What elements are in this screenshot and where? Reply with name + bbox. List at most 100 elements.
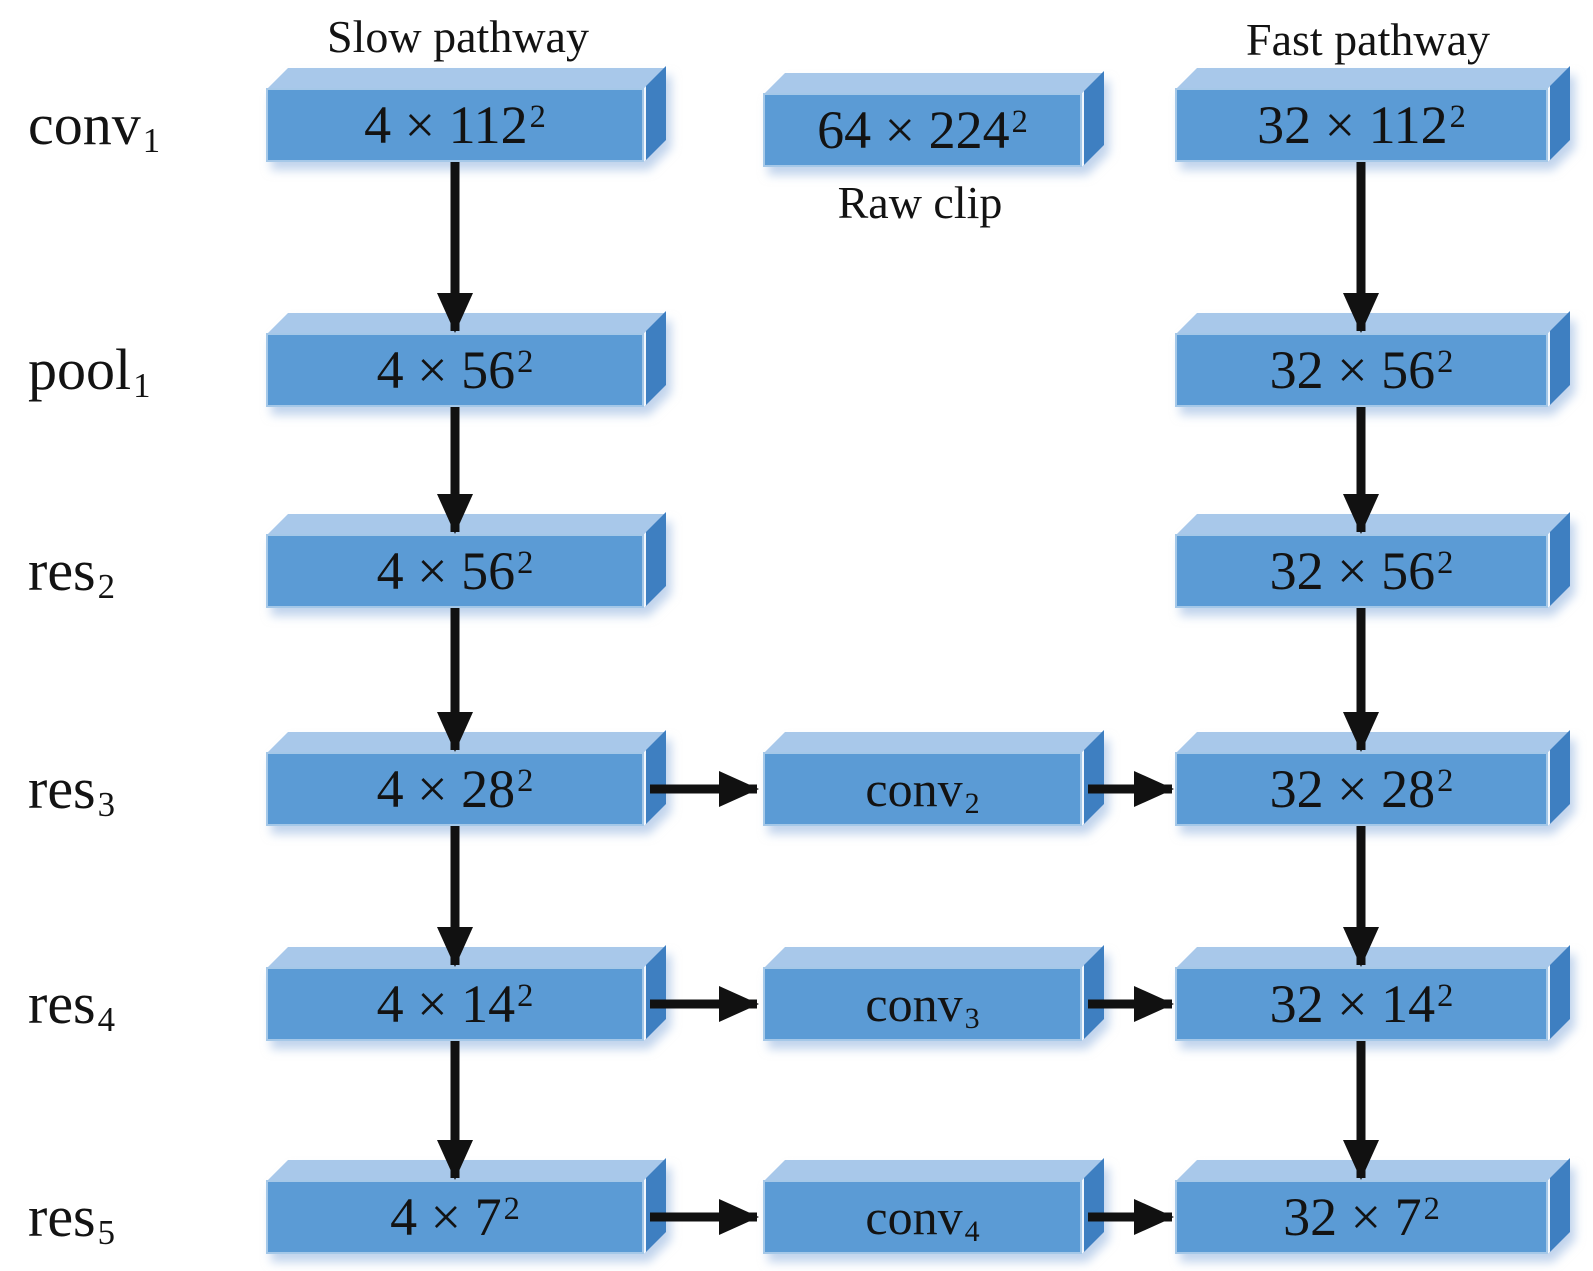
box-top-face bbox=[1175, 1160, 1570, 1182]
tensor-shape-base: 32 × 28 bbox=[1269, 759, 1436, 819]
box-front-face: 4 × 282 bbox=[266, 752, 644, 826]
lateral-conv-base: conv bbox=[865, 761, 963, 817]
lateral-conv-base: conv bbox=[865, 976, 963, 1032]
row-label-subscript: 5 bbox=[97, 1213, 116, 1253]
box-top-face bbox=[266, 514, 666, 536]
slow-box-res4: 4 × 142 bbox=[266, 945, 666, 1041]
box-top-face bbox=[1175, 514, 1570, 536]
tensor-shape-exponent: 2 bbox=[1011, 104, 1028, 141]
box-top-face bbox=[763, 732, 1104, 754]
box-front-face: 32 × 72 bbox=[1175, 1180, 1548, 1254]
tensor-shape-label: 4 × 282 bbox=[377, 762, 534, 816]
box-front-face: conv2 bbox=[763, 752, 1082, 826]
row-label-pool1: pool1 bbox=[28, 341, 151, 404]
fast-box-res2: 32 × 562 bbox=[1175, 512, 1570, 608]
box-front-face: 4 × 1122 bbox=[266, 88, 644, 162]
fast-box-res5: 32 × 72 bbox=[1175, 1158, 1570, 1254]
slow-box-pool1: 4 × 562 bbox=[266, 311, 666, 407]
tensor-shape-label: 4 × 562 bbox=[377, 544, 534, 598]
tensor-shape-label: 4 × 72 bbox=[390, 1190, 520, 1244]
lateral-conv-base: conv bbox=[865, 1189, 963, 1245]
box-front-face: 64 × 2242 bbox=[763, 93, 1082, 167]
tensor-shape-exponent: 2 bbox=[517, 545, 534, 582]
tensor-shape-label: 32 × 142 bbox=[1270, 977, 1454, 1031]
row-label-res4: res4 bbox=[28, 975, 115, 1038]
slow-box-conv1: 4 × 1122 bbox=[266, 66, 666, 162]
tensor-shape-base: 4 × 56 bbox=[376, 340, 516, 400]
tensor-shape-exponent: 2 bbox=[517, 978, 534, 1015]
box-top-face bbox=[266, 68, 666, 90]
row-label-text: res bbox=[28, 538, 96, 603]
tensor-shape-label: 32 × 562 bbox=[1270, 343, 1454, 397]
lateral-conv-subscript: 3 bbox=[964, 1002, 980, 1036]
tensor-shape-base: 4 × 56 bbox=[376, 541, 516, 601]
tensor-shape-base: 32 × 7 bbox=[1283, 1187, 1422, 1247]
row-label-res5: res5 bbox=[28, 1188, 115, 1251]
box-top-face bbox=[266, 1160, 666, 1182]
lateral-conv-label: conv4 bbox=[865, 1189, 979, 1247]
lateral-conv-label: conv3 bbox=[865, 976, 979, 1034]
lateral-conv-label: conv2 bbox=[865, 761, 979, 819]
lateral-conv-subscript: 2 bbox=[964, 787, 980, 821]
row-label-text: conv bbox=[28, 92, 141, 157]
tensor-shape-exponent: 2 bbox=[1423, 1191, 1440, 1228]
tensor-shape-exponent: 2 bbox=[1437, 978, 1454, 1015]
row-label-subscript: 1 bbox=[142, 121, 161, 161]
tensor-shape-exponent: 2 bbox=[1437, 344, 1454, 381]
tensor-shape-base: 32 × 112 bbox=[1257, 95, 1448, 155]
tensor-shape-exponent: 2 bbox=[503, 1191, 520, 1228]
slow-box-res3: 4 × 282 bbox=[266, 730, 666, 826]
row-label-res3: res3 bbox=[28, 760, 115, 823]
row-label-res2: res2 bbox=[28, 542, 115, 605]
tensor-shape-label: 32 × 1122 bbox=[1257, 98, 1466, 152]
box-top-face bbox=[266, 313, 666, 335]
slow-box-res2: 4 × 562 bbox=[266, 512, 666, 608]
tensor-shape-exponent: 2 bbox=[1437, 763, 1454, 800]
tensor-shape-exponent: 2 bbox=[517, 763, 534, 800]
lateral-conv3-box: conv3 bbox=[763, 945, 1104, 1041]
box-top-face bbox=[1175, 313, 1570, 335]
tensor-shape-label: 32 × 282 bbox=[1270, 762, 1454, 816]
tensor-shape-base: 32 × 56 bbox=[1269, 541, 1436, 601]
tensor-shape-base: 4 × 14 bbox=[376, 974, 516, 1034]
row-label-text: res bbox=[28, 971, 96, 1036]
row-label-subscript: 4 bbox=[97, 1000, 116, 1040]
box-front-face: 4 × 562 bbox=[266, 333, 644, 407]
box-top-face bbox=[763, 947, 1104, 969]
tensor-shape-label: 32 × 562 bbox=[1270, 544, 1454, 598]
lateral-conv4-box: conv4 bbox=[763, 1158, 1104, 1254]
box-top-face bbox=[266, 947, 666, 969]
tensor-shape-label: 4 × 1122 bbox=[364, 98, 546, 152]
row-label-subscript: 3 bbox=[97, 785, 116, 825]
tensor-shape-base: 64 × 224 bbox=[817, 100, 1010, 160]
box-front-face: 4 × 72 bbox=[266, 1180, 644, 1254]
row-label-text: res bbox=[28, 1184, 96, 1249]
tensor-shape-exponent: 2 bbox=[1449, 99, 1466, 136]
box-front-face: conv4 bbox=[763, 1180, 1082, 1254]
tensor-shape-base: 32 × 14 bbox=[1269, 974, 1436, 1034]
row-label-text: res bbox=[28, 756, 96, 821]
lateral-conv-subscript: 4 bbox=[964, 1215, 980, 1249]
row-label-subscript: 2 bbox=[97, 567, 116, 607]
fast-pathway-title: Fast pathway bbox=[1245, 14, 1491, 65]
row-label-conv1: conv1 bbox=[28, 96, 160, 159]
tensor-shape-label: 4 × 142 bbox=[377, 977, 534, 1031]
tensor-shape-base: 4 × 112 bbox=[364, 95, 528, 155]
fast-box-res3: 32 × 282 bbox=[1175, 730, 1570, 826]
box-top-face bbox=[763, 73, 1104, 95]
box-front-face: 4 × 142 bbox=[266, 967, 644, 1041]
box-front-face: conv3 bbox=[763, 967, 1082, 1041]
box-front-face: 32 × 562 bbox=[1175, 333, 1548, 407]
slow-pathway-title: Slow pathway bbox=[327, 11, 589, 62]
box-top-face bbox=[763, 1160, 1104, 1182]
row-label-subscript: 1 bbox=[133, 366, 151, 406]
tensor-shape-exponent: 2 bbox=[529, 99, 546, 136]
fast-box-conv1: 32 × 1122 bbox=[1175, 66, 1570, 162]
raw-clip-box: 64 × 2242 bbox=[763, 71, 1104, 167]
tensor-shape-label: 4 × 562 bbox=[377, 343, 534, 397]
tensor-shape-exponent: 2 bbox=[517, 344, 534, 381]
tensor-shape-label: 64 × 2242 bbox=[817, 103, 1028, 157]
box-front-face: 32 × 282 bbox=[1175, 752, 1548, 826]
row-label-text: pool bbox=[28, 337, 132, 402]
